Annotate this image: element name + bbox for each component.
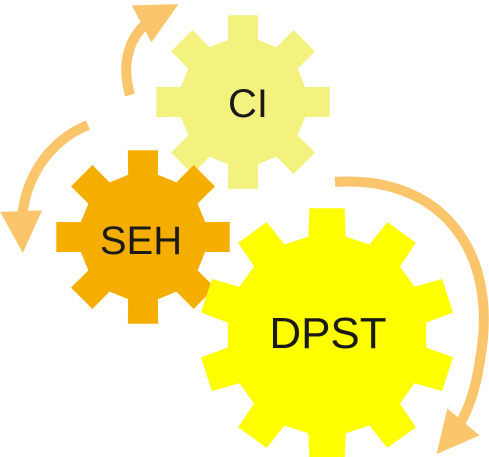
gear-seh: SEH — [56, 150, 230, 324]
cycle-arrow-left — [0, 120, 90, 253]
gear-dpst: DPST — [201, 208, 453, 457]
gear-seh-shape — [56, 150, 230, 324]
gear-ci-shape — [156, 15, 330, 189]
gear-ci-label: CI — [228, 82, 268, 126]
gear-dpst-shape — [201, 208, 453, 457]
gear-seh-label: SEH — [100, 219, 182, 263]
cycle-arrow-right — [334, 176, 489, 455]
gear-dpst-label: DPST — [269, 309, 386, 358]
gear-ci: CI — [156, 15, 330, 189]
cycle-arrow-top — [121, 4, 179, 97]
